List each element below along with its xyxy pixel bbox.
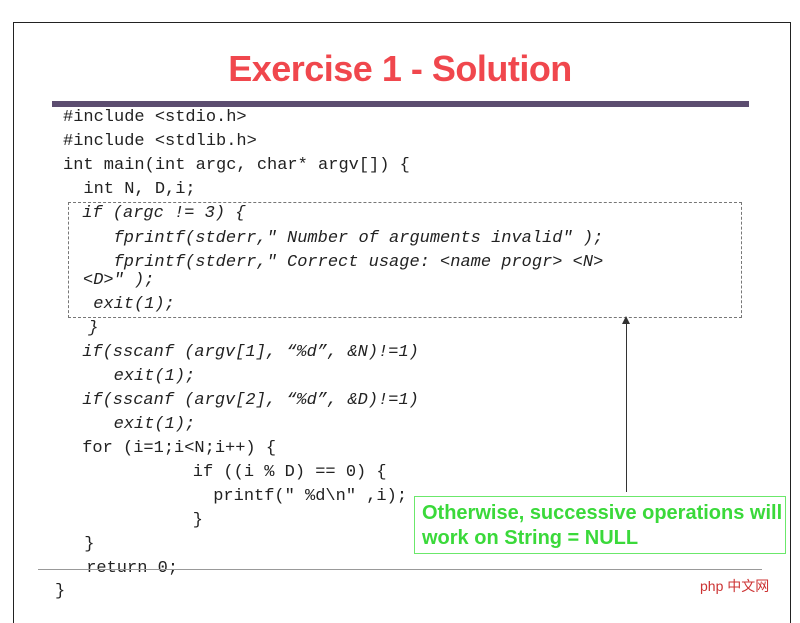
slide-title: Exercise 1 - Solution [228, 48, 572, 89]
code-line: } [55, 582, 66, 601]
code-line: return 0; [76, 559, 179, 578]
code-line: if(sscanf (argv[1], “%d”, &N)!=1) [72, 343, 419, 362]
code-line: if (argc != 3) { [72, 204, 246, 223]
code-line: int main(int argc, char* argv[]) { [63, 156, 410, 175]
code-line: #include <stdio.h> [63, 108, 247, 127]
code-line: } [74, 535, 95, 554]
code-line: exit(1); [83, 415, 196, 434]
code-line: fprintf(stderr,″ Correct usage: <name pr… [83, 253, 604, 272]
code-line: } [78, 319, 99, 338]
callout-arrow [626, 322, 627, 492]
code-line: exit(1); [83, 295, 175, 314]
code-line: } [152, 511, 204, 530]
slide-frame [13, 22, 791, 623]
code-line: fprintf(stderr,″ Number of arguments inv… [83, 229, 604, 248]
callout-note: Otherwise, successive operations will wo… [414, 496, 786, 554]
title-divider [52, 101, 749, 107]
code-line: int N, D,i; [63, 180, 196, 199]
watermark-logo: php 中文网 [700, 578, 770, 594]
code-line: if ((i % D) == 0) { [152, 463, 387, 482]
arrow-head-icon [622, 316, 630, 324]
code-line: printf(″ %d\n″ ,i); [152, 487, 408, 506]
code-line: #include <stdlib.h> [63, 132, 257, 151]
code-line: <D>″ ); [83, 271, 155, 290]
code-line: for (i=1;i<N;i++) { [72, 439, 277, 458]
code-line: exit(1); [83, 367, 196, 386]
code-line: if(sscanf (argv[2], “%d”, &D)!=1) [72, 391, 419, 410]
highlight-box [68, 202, 742, 318]
footer-line [38, 569, 762, 570]
